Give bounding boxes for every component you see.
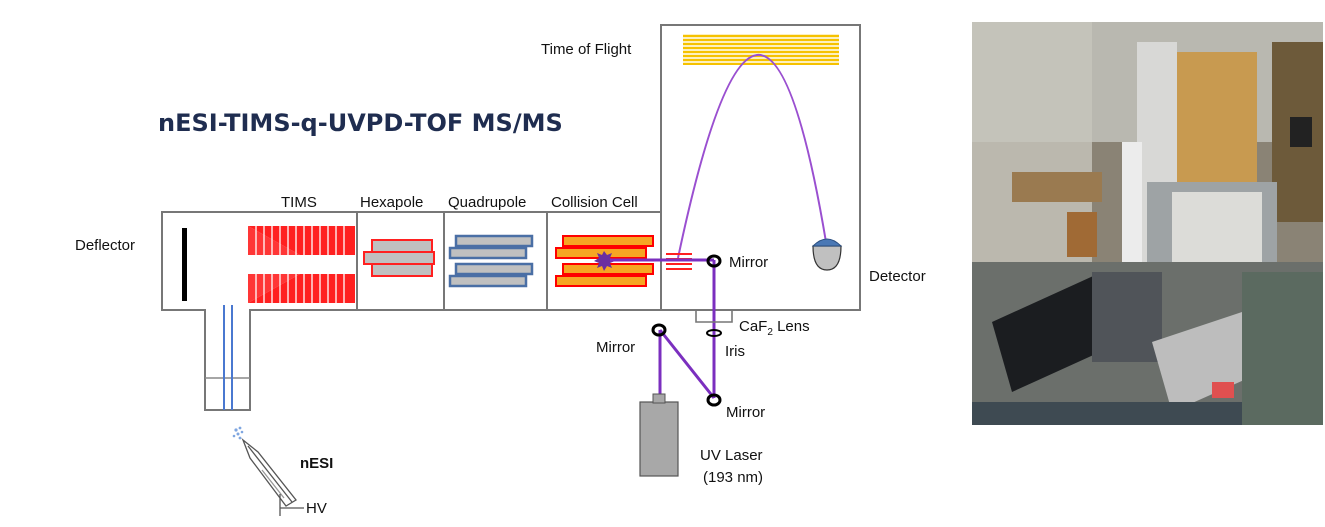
deflector-label: Deflector (75, 237, 135, 254)
nesi-label: nESI (300, 455, 333, 472)
mirror-bottom-icon (706, 393, 722, 407)
caf2-lens-icon (706, 329, 722, 337)
tof-reflectron (683, 34, 839, 65)
mirror-bottom-label: Mirror (726, 404, 765, 421)
caf2-lens-mount (695, 310, 733, 323)
collision-cell-rods (555, 235, 654, 287)
detector-cap (811, 238, 843, 247)
collision-cell-label: Collision Cell (551, 194, 638, 211)
mirror-top-icon (706, 254, 722, 268)
hexapole-label: Hexapole (360, 194, 423, 211)
detector-icon (812, 245, 842, 271)
lab-photo-illustration (972, 22, 1323, 425)
uv-laser-aperture (652, 393, 666, 404)
mirror-top-label: Mirror (729, 254, 768, 271)
fragmentation-burst-icon (594, 251, 615, 271)
quadrupole-box (443, 211, 548, 311)
detector-label: Detector (869, 268, 926, 285)
time-of-flight-label: Time of Flight (541, 41, 632, 58)
tims-label: TIMS (281, 194, 317, 211)
diagram-title: nESI-TIMS-q-UVPD-TOF MS/MS (158, 109, 563, 137)
spray-plume-icon (232, 426, 244, 440)
mirror-left-icon (651, 323, 667, 337)
hv-label: HV (306, 500, 327, 517)
ion-flight-path (677, 53, 827, 259)
uv-laser-label: UV Laser (700, 447, 763, 464)
tims-funnel-gaps (255, 224, 345, 305)
lab-photograph (972, 22, 1323, 425)
uv-laser-body (639, 401, 679, 477)
deflector-plate (182, 228, 187, 301)
mirror-left-label: Mirror (596, 339, 635, 356)
quadrupole-label: Quadrupole (448, 194, 526, 211)
quadrupole-rods (448, 234, 534, 288)
tof-chamber-outline (660, 24, 861, 311)
uv-laser-wavelength-label: (193 nm) (703, 469, 763, 486)
caf2-lens-label: CaF2 Lens (739, 318, 810, 338)
hexapole-rods (363, 239, 435, 277)
nesi-emitter-icon (241, 437, 304, 516)
iris-label: Iris (725, 343, 745, 360)
